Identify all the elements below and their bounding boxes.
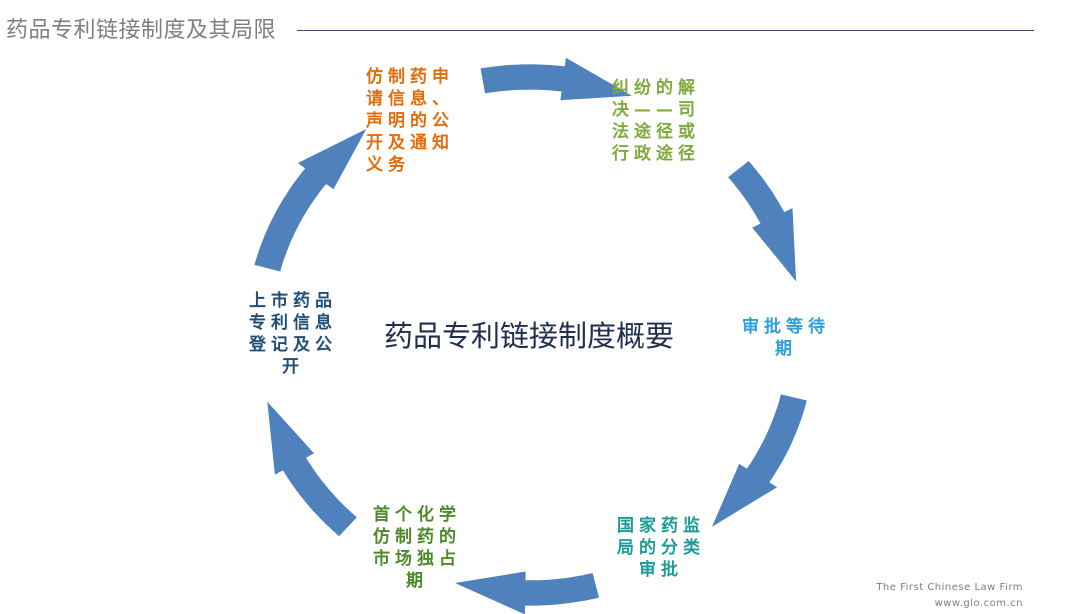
- arrow-east-to-bottom: [712, 394, 807, 527]
- diagram-center-title: 药品专利链接制度概要: [384, 319, 675, 353]
- node-patent-info-registration: 上市药品 专利信息 登记及公 开: [249, 291, 337, 377]
- arrow-right-to-east: [728, 161, 797, 282]
- footer-url: www.glo.com.cn: [934, 598, 1023, 609]
- node-first-generic-exclusivity: 首个化学 仿制药的 市场独占 期: [373, 505, 461, 591]
- arrow-left-to-top: [254, 129, 367, 272]
- arrow-bottomleft-to-left: [267, 401, 357, 537]
- node-nmpa-classified-approval: 国家药监 局的分类 审批: [617, 516, 705, 580]
- arrow-bottom-to-bottomleft: [455, 571, 599, 614]
- slide-title: 药品专利链接制度及其局限: [6, 18, 277, 43]
- node-generic-application-disclosure: 仿制药申 请信息、 声明的公 开及通知 义务: [366, 67, 454, 175]
- title-rule: [297, 30, 1034, 31]
- node-dispute-resolution: 纠纷的解 决——司 法途径或 行政途径: [612, 78, 700, 164]
- node-approval-waiting-period: 审批等待 期: [742, 317, 830, 359]
- arrow-top-to-right: [480, 57, 632, 101]
- footer-firm: The First Chinese Law Firm: [876, 582, 1023, 593]
